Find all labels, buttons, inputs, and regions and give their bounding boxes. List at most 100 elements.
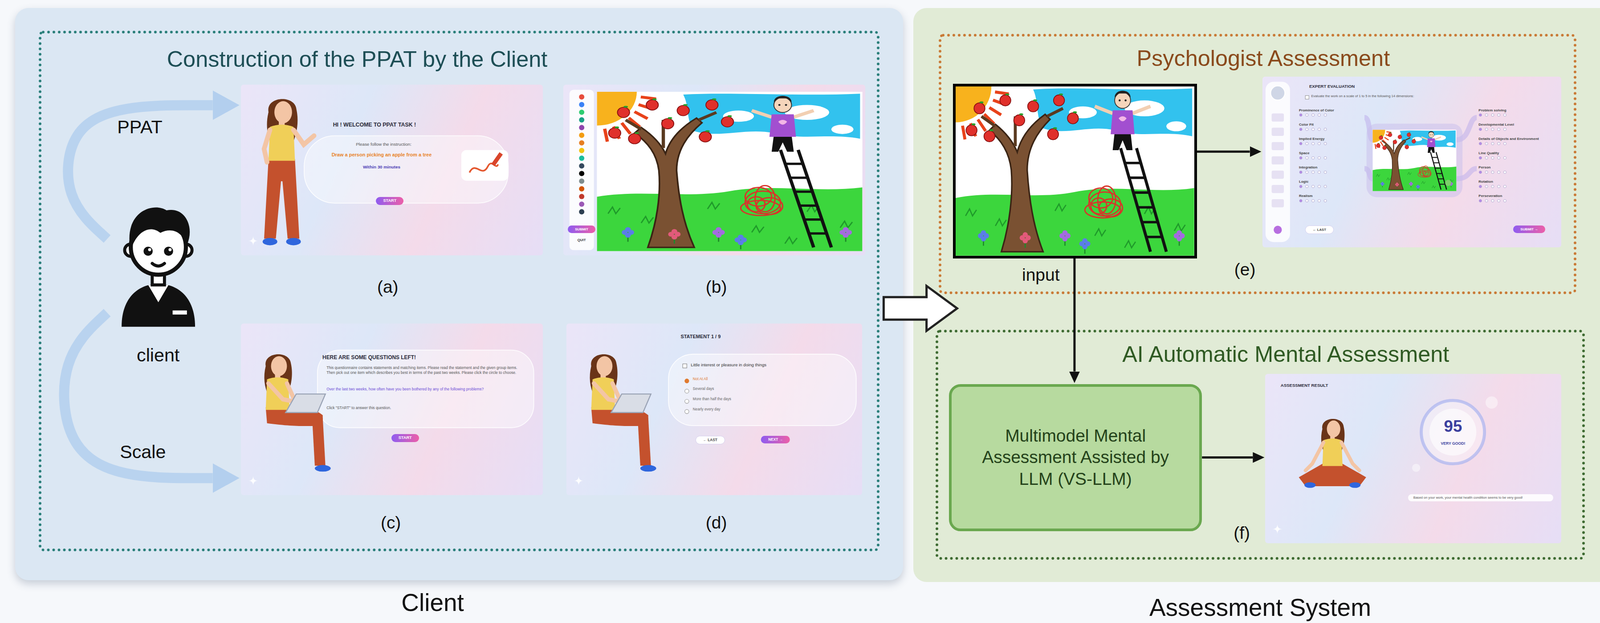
- input-drawing-art-part-part-part: [1118, 99, 1121, 102]
- result-screen-art-part-part: [1429, 408, 1477, 456]
- input-drawing-art-part-part-part: [989, 107, 1002, 115]
- client-figure-art-part-part: [143, 246, 153, 256]
- drawing-screen-art-part-part-part: [683, 93, 860, 139]
- expert-screen-art-part-part-part: [1434, 167, 1441, 169]
- drawing-screen-art-part-part-part: [797, 150, 831, 248]
- expert-screen-art-part-part-part: [1406, 144, 1409, 146]
- drawing-screen-art-part-part-part: [614, 126, 619, 129]
- ppat-intro-screen-art-part-part-part: [264, 130, 270, 163]
- back-button: ← LAST: [695, 435, 725, 444]
- scale-intro-screen-art-part-part-part: [314, 464, 331, 472]
- scale-intro-screen-art: [240, 323, 543, 495]
- score-rating: VERY GOOD!: [1440, 440, 1466, 446]
- expert-screen-art-part-part-part: [1396, 182, 1398, 184]
- rating-dot: [1323, 170, 1327, 174]
- input-drawing-art-part-part-part: [1082, 244, 1088, 250]
- next-button: NEXT →: [761, 435, 790, 444]
- result-screen-art-part-part-part: [1305, 441, 1324, 470]
- scale-intro-screen-art-part-part-part: [285, 393, 326, 413]
- drawing-screen-art-part-part: [578, 178, 585, 184]
- input-drawing-art-part-part-part: [955, 86, 992, 123]
- drawing-screen-art-part-part: [578, 109, 585, 115]
- dimension-name: Prominence of Color: [1298, 108, 1365, 113]
- client-figure-art-part-part: [121, 283, 196, 327]
- dimension-name: Color Fit: [1298, 122, 1365, 127]
- scale-item-screen: STATEMENT 1 / 9Little interest or pleasu…: [566, 323, 863, 495]
- client-figure-art-part-part: [147, 284, 169, 302]
- drawing-screen-art-part-part-part: [608, 127, 621, 139]
- input-drawing-art-part-part-part: [1005, 93, 1010, 96]
- expert-screen-art-part-part-part: [1437, 178, 1444, 180]
- drawing-screen-art-part-part: [578, 186, 585, 192]
- input-drawing-art-part-part-part: [1091, 197, 1108, 214]
- input-drawing-art-part-part-part: [1112, 132, 1133, 151]
- group-title: Construction of the PPAT by the Client: [166, 44, 548, 74]
- screen-instruction: Evaluate the work on a scale of 1 to 5 i…: [1311, 93, 1455, 98]
- expert-screen-art-part-part-part: [1439, 183, 1446, 185]
- scale-intro-screen-art-part-part: [264, 354, 331, 472]
- flow-band: [64, 312, 213, 478]
- input-drawing-art-part-part-part: [1129, 176, 1146, 180]
- input-drawing-art-part-part-part: [1124, 240, 1136, 248]
- scale-item-screen-art-part-part: [684, 388, 689, 393]
- expert-screen-art-part-part-part: [1374, 143, 1376, 149]
- input-drawing-art-part-part-part: [1124, 161, 1141, 165]
- drawing-screen-art-part-part-part: [596, 91, 863, 251]
- scale-item-screen-art-part-part-part: [596, 356, 613, 377]
- rating-dot: [1311, 199, 1315, 202]
- expert-screen-art-part-part-part: [1380, 141, 1384, 146]
- scale-intro-screen-art-part-part: [248, 475, 259, 486]
- expert-screen-art-part-part-part: [1386, 177, 1391, 181]
- rating-dot: [1503, 170, 1507, 174]
- expert-screen-art-part: [1265, 81, 1477, 242]
- rating-dot: [1311, 127, 1315, 131]
- drawing-screen-art-part-part-part: [634, 132, 640, 135]
- screen-heading: EXPERT EVALUATION: [1309, 83, 1355, 90]
- screen-heading: ASSESSMENT RESULT: [1280, 382, 1329, 388]
- flow-arrow: [1073, 258, 1076, 372]
- expert-screen-art-part-part-part: [1413, 138, 1415, 140]
- screen-heading: HI ! WELCOME TO PPAT TASK !: [333, 121, 417, 129]
- input-drawing-art-part-part-part: [1000, 94, 1012, 106]
- scale-item-screen-art-part-part: [682, 363, 687, 368]
- input-drawing-art-part-part-part: [1124, 99, 1127, 102]
- rating-dot: [1305, 184, 1308, 188]
- drawing-screen-art-part-part-part: [794, 190, 813, 193]
- score-value: 95: [1444, 418, 1463, 435]
- expert-screen-art-part-part-part: [1409, 181, 1412, 184]
- scale-item-screen-art-part-part: [684, 378, 689, 383]
- expert-screen-art-part-part-part: [1397, 134, 1402, 139]
- input-drawing-art-part-part-part: [977, 119, 986, 131]
- result-screen-art-part-part: [1485, 395, 1498, 408]
- input-drawing-art-part-part: [955, 86, 1195, 256]
- input-drawing-art-part-part-part: [979, 101, 984, 103]
- input-drawing-art-part-part-part: [995, 218, 1007, 226]
- expert-screen-art-part-part-part: [1404, 144, 1409, 149]
- dimension-name: Space: [1298, 150, 1365, 156]
- input-drawing-art-part-part-part: [955, 86, 1195, 256]
- panel-caption: (a): [377, 276, 399, 298]
- input-drawing-art-part-part-part: [1022, 232, 1029, 238]
- drawing-screen-art-part-part-part: [737, 240, 744, 245]
- task-text: Draw a person picking an apple from a tr…: [331, 151, 432, 159]
- expert-screen-art-part-part-part: [1431, 185, 1436, 188]
- drawing-screen-art-part-part: [578, 170, 585, 177]
- scale-item-screen-art-part: [573, 354, 857, 486]
- input-drawing-art-part-part-part: [1132, 106, 1151, 114]
- rating-dot: [1485, 127, 1488, 131]
- rating-dot: [1311, 113, 1315, 117]
- rating-dot: [1478, 199, 1482, 202]
- drawing-screen-art-part-part: [578, 132, 585, 139]
- expert-screen-art-part-part: [1445, 179, 1452, 186]
- rating-dot: [1485, 170, 1488, 174]
- block-arrow: [883, 285, 957, 331]
- expert-screen-art-part-part-part: [1434, 136, 1441, 140]
- drawing-screen-art-part-part-part: [676, 105, 689, 116]
- expert-screen-art-part-part-part: [1381, 140, 1387, 144]
- expert-screen-art-part-part: [1271, 113, 1284, 122]
- rating-dot: [1478, 142, 1482, 145]
- drawing-screen-art-part-part-part: [785, 162, 803, 165]
- model-name: Multimodel Mental Assessment Assisted by…: [965, 424, 1186, 490]
- expert-screen-art-part-part: [1270, 85, 1285, 100]
- rating-dot: [1490, 127, 1494, 131]
